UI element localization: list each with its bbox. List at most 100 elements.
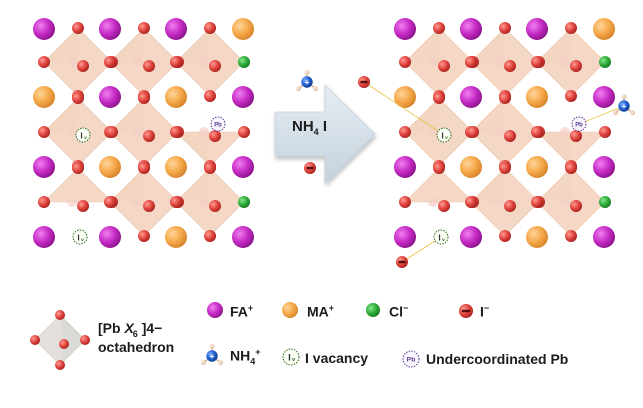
iodide-corner — [72, 162, 84, 174]
chloride-ion — [599, 196, 611, 208]
iodide-apical — [143, 130, 155, 142]
undercoordinated-pb-icon: Pb — [571, 116, 587, 132]
iodide-apical — [570, 130, 582, 142]
iodide-corner — [138, 162, 150, 174]
octahedron-shade — [176, 28, 244, 96]
iodide-corner — [138, 22, 150, 34]
fa-ion — [593, 156, 615, 178]
octahedron — [536, 27, 606, 97]
svg-text:+: + — [305, 77, 310, 87]
chloride-ion — [238, 196, 250, 208]
iodide-corner — [433, 162, 445, 174]
iodide-corner — [565, 22, 577, 34]
octahedron-shade — [110, 28, 178, 96]
fa-ion — [526, 18, 548, 40]
octahedron-face — [175, 131, 245, 167]
nitrogen-atom — [301, 76, 313, 88]
fa-ion — [394, 156, 416, 178]
pb-center — [133, 197, 143, 207]
pb-center — [428, 57, 438, 67]
iodide-corner — [38, 56, 50, 68]
iodide-corner — [204, 230, 216, 242]
octahedron-shade — [537, 132, 605, 166]
octahedron — [404, 167, 474, 207]
iodide-corner — [565, 162, 577, 174]
iodide-corner — [170, 56, 182, 68]
legend-ma-label: MA+ — [307, 303, 335, 320]
pb-center — [133, 57, 143, 67]
iodide-apical — [77, 200, 89, 212]
legend-fa-label: FA+ — [230, 303, 254, 320]
hydrogen-atom — [218, 360, 224, 366]
octahedron — [175, 127, 245, 167]
nitrogen-atom — [206, 350, 218, 362]
iodide-corner — [30, 335, 40, 345]
ma-ion — [526, 156, 548, 178]
ma-ion — [526, 86, 548, 108]
octahedron — [43, 167, 113, 207]
iodide-corner — [599, 126, 611, 138]
iodide-apical — [504, 200, 516, 212]
iodide-apical — [143, 60, 155, 72]
octahedron — [470, 97, 540, 167]
pb-center — [428, 197, 438, 207]
iodide-ion — [358, 76, 370, 88]
hydrogen-atom — [612, 110, 618, 116]
minus-sign — [360, 80, 368, 84]
iodide-corner — [204, 90, 216, 102]
pb-center — [494, 127, 504, 137]
svg-text:v: v — [81, 238, 84, 243]
iodide-corner — [399, 126, 411, 138]
iodide-corner — [138, 230, 150, 242]
legend-octahedron-label: [Pb X6 ]4− — [98, 320, 163, 339]
iodide-corner — [38, 196, 50, 208]
iodide-apical — [438, 200, 450, 212]
pb-center — [428, 127, 438, 137]
octahedron-shade — [44, 28, 112, 96]
octahedron — [470, 27, 540, 97]
legend-i-label: I− — [480, 303, 490, 320]
iodide-corner — [80, 335, 90, 345]
octahedron-face — [404, 167, 474, 203]
iodide-corner — [204, 22, 216, 34]
fa-ion — [460, 86, 482, 108]
iodide-corner — [531, 56, 543, 68]
iodide-ion — [304, 162, 316, 174]
iodide-apical — [438, 60, 450, 72]
iodide-apical — [209, 200, 221, 212]
octahedron-shade — [471, 28, 539, 96]
hydrogen-atom — [621, 94, 627, 99]
iodide-corner — [170, 126, 182, 138]
fa-ion — [593, 226, 615, 248]
pb-center — [199, 57, 209, 67]
pb-center — [494, 57, 504, 67]
hydrogen-atom — [304, 70, 310, 75]
ma-ion — [165, 226, 187, 248]
iodide-corner — [55, 310, 65, 320]
iodide-corner — [104, 196, 116, 208]
svg-text:v: v — [292, 357, 296, 363]
iodide-apical — [570, 200, 582, 212]
octahedron-face — [536, 131, 606, 167]
pb-center — [494, 197, 504, 207]
octahedron — [536, 167, 606, 237]
svg-text:v: v — [84, 136, 87, 141]
iodide-corner — [565, 90, 577, 102]
pb-center — [560, 197, 570, 207]
hydrogen-atom — [295, 86, 301, 92]
pb-center — [560, 57, 570, 67]
passivation-line — [578, 105, 625, 125]
fa-ion — [165, 18, 187, 40]
octahedron — [536, 127, 606, 167]
iodide-apical — [504, 130, 516, 142]
iodide-corner — [399, 196, 411, 208]
hydrogen-atom — [209, 344, 215, 349]
octahedron-shade — [44, 168, 112, 202]
svg-text:I: I — [80, 131, 82, 141]
iodide-ion — [396, 256, 408, 268]
octahedron-shade — [471, 98, 539, 166]
